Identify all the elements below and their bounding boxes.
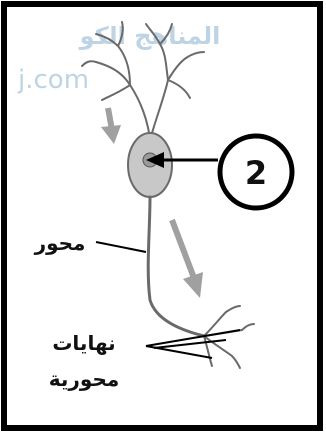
marker-2-number: 2 (245, 154, 267, 192)
flow-arrow-dendrite (101, 107, 121, 144)
flow-arrow-axon (169, 218, 203, 298)
axon-terminals-label-pointer (145, 329, 241, 359)
axon-terminals-label-line2: محورية (49, 367, 120, 391)
watermark-line2: j.com (17, 65, 89, 95)
marker-2-circle (217, 133, 295, 211)
axon-line (146, 195, 206, 338)
marker-2-pointer (146, 152, 218, 168)
axon-terminals-label-line1: نهايات (52, 331, 115, 355)
cell-body (127, 132, 173, 198)
axon-label-pointer (95, 241, 147, 253)
axon-label: محور (34, 231, 86, 255)
